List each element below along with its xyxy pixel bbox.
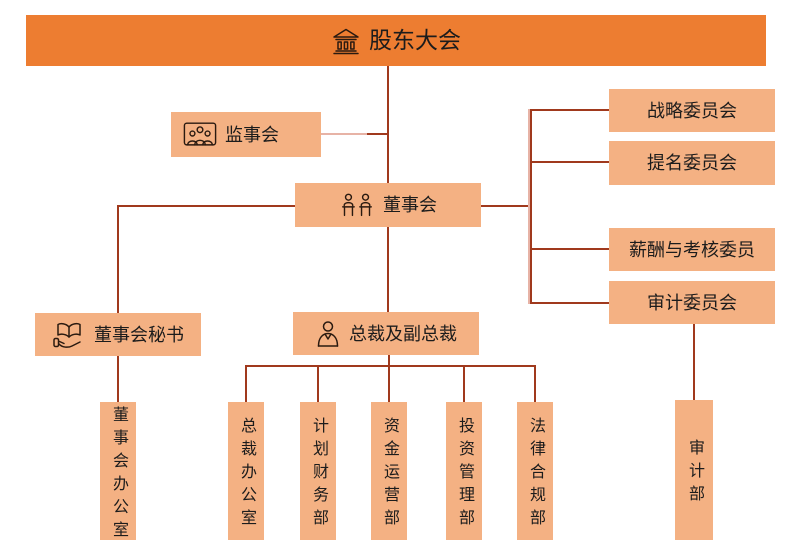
node-dept-president-office[interactable]: 总裁办公室 — [228, 402, 264, 540]
node-label: 计划财务部 — [310, 417, 327, 532]
meeting-icon — [339, 192, 375, 218]
node-label: 投资管理部 — [456, 417, 473, 532]
node-label: 股东大会 — [369, 27, 461, 53]
node-nomination-committee[interactable]: 提名委员会 — [609, 141, 775, 185]
node-dept-investment-management[interactable]: 投资管理部 — [446, 402, 482, 540]
connector-supervisory-light — [321, 133, 369, 135]
connector-secretary-office — [117, 356, 119, 402]
node-dept-legal-compliance[interactable]: 法律合规部 — [517, 402, 553, 540]
node-president[interactable]: 总裁及副总裁 — [293, 312, 479, 355]
bank-icon — [331, 27, 361, 55]
connector-to-secretary — [117, 205, 119, 313]
node-label: 提名委员会 — [647, 153, 737, 173]
node-strategy-committee[interactable]: 战略委员会 — [609, 89, 775, 132]
connector-dept-investment — [463, 366, 465, 402]
node-label: 监事会 — [225, 124, 279, 145]
connector-departments-bus — [245, 365, 536, 367]
node-label: 总裁及副总裁 — [349, 323, 457, 344]
person-icon — [315, 320, 341, 348]
node-label: 董事会 — [383, 195, 437, 215]
node-board-secretary[interactable]: 董事会秘书 — [35, 313, 201, 356]
connector-strategy — [531, 109, 609, 111]
node-shareholders-meeting[interactable]: 股东大会 — [26, 15, 766, 66]
connector-dept-legal — [534, 366, 536, 402]
connector-audit-dept — [693, 324, 695, 400]
node-label: 薪酬与考核委员 — [629, 239, 755, 260]
node-label: 总裁办公室 — [238, 417, 255, 532]
book-hand-icon — [52, 320, 86, 350]
connector-dept-capital — [388, 366, 390, 402]
node-label: 审计部 — [686, 439, 703, 508]
node-label: 战略委员会 — [647, 100, 737, 121]
node-dept-planning-finance[interactable]: 计划财务部 — [300, 402, 336, 540]
connector-trunk — [530, 109, 532, 304]
node-audit-committee[interactable]: 审计委员会 — [609, 281, 775, 324]
connector-board-trunk — [480, 205, 532, 207]
node-label: 董事会办公室 — [110, 405, 127, 544]
connector-nomination — [531, 161, 609, 163]
node-supervisory-board[interactable]: 监事会 — [171, 112, 321, 157]
connector-dept-president-office — [245, 366, 247, 402]
node-dept-audit[interactable]: 审计部 — [675, 400, 713, 540]
connector-compensation — [531, 248, 609, 250]
node-dept-board-office[interactable]: 董事会办公室 — [100, 402, 136, 544]
connector-dept-finance — [317, 366, 319, 402]
connector-supervisory — [367, 133, 389, 135]
node-label: 法律合规部 — [527, 417, 544, 532]
node-label: 董事会秘书 — [94, 324, 184, 345]
node-label: 审计委员会 — [647, 292, 737, 313]
node-dept-capital-operations[interactable]: 资金运营部 — [371, 402, 407, 540]
connector-board-president — [387, 227, 389, 312]
connector-board-left — [118, 205, 295, 207]
connector-president-stub — [388, 355, 390, 367]
connector-trunk-light — [528, 109, 530, 304]
connector-audit-committee — [531, 302, 609, 304]
node-label: 资金运营部 — [381, 417, 398, 532]
node-board-of-directors[interactable]: 董事会 — [295, 183, 481, 227]
connector-root-board — [387, 66, 389, 183]
audience-icon — [183, 121, 217, 148]
node-compensation-committee[interactable]: 薪酬与考核委员 — [609, 228, 775, 271]
